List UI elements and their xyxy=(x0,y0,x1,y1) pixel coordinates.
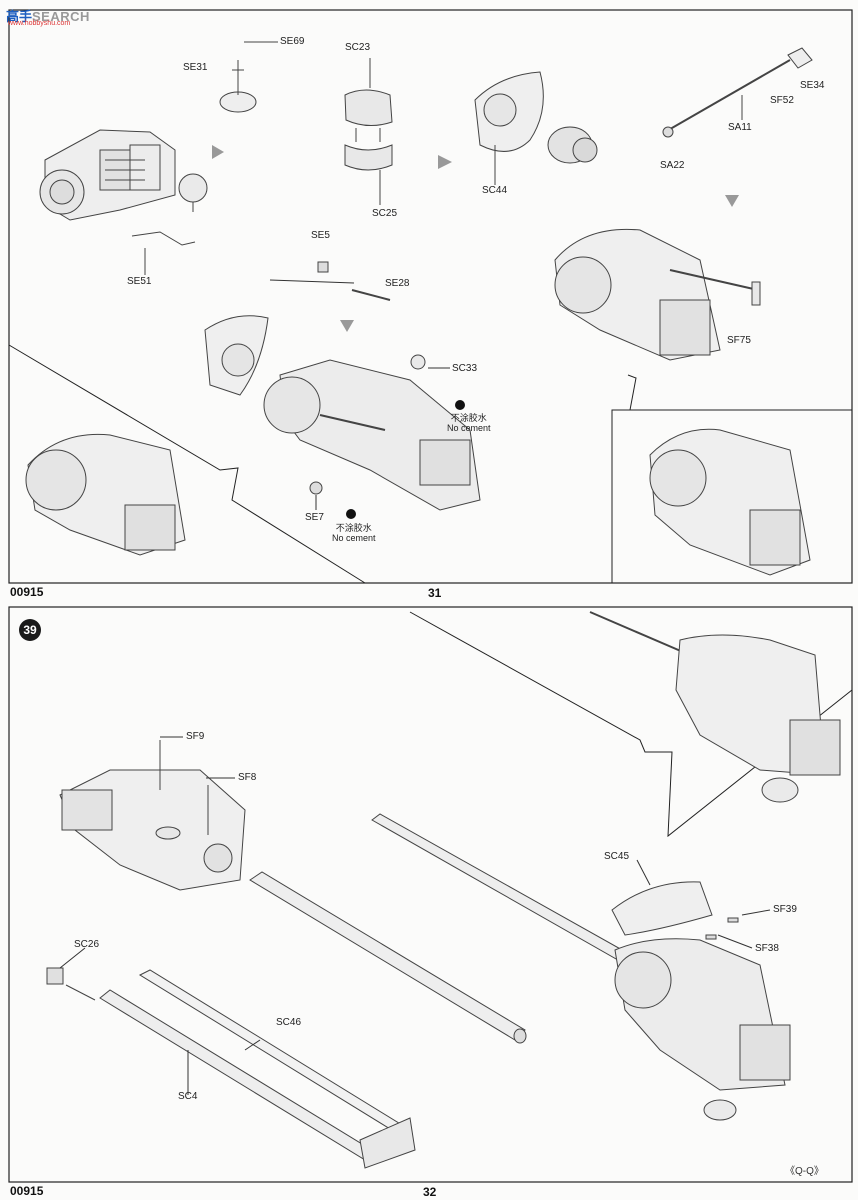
part-sc23-sc25 xyxy=(344,58,393,205)
barrel-center xyxy=(249,871,527,1044)
barrel-right xyxy=(371,813,641,969)
part-sc44 xyxy=(474,71,598,185)
assembly-right-bottom xyxy=(611,881,791,1121)
label-se28: SE28 xyxy=(385,278,410,289)
no-cement-icons xyxy=(346,400,465,519)
label-se31: SE31 xyxy=(183,62,208,73)
no-cement-cn: 不涂胶水 xyxy=(335,523,372,533)
hull-inset-right-bottom xyxy=(589,611,841,803)
no-cement-en: No cement xyxy=(332,533,376,544)
engine-assembly-center-top xyxy=(204,315,481,511)
gearbox-block-topleft xyxy=(39,129,208,246)
label-sf8: SF8 xyxy=(238,772,257,783)
label-sf75: SF75 xyxy=(727,335,751,346)
bottom-page-frame xyxy=(8,606,853,1183)
no-cement-en: No cement xyxy=(447,423,491,434)
engine-inset-right xyxy=(649,428,811,576)
kit-code-top: 00915 xyxy=(10,585,44,599)
label-sc4: SC4 xyxy=(178,1091,198,1102)
label-sc45: SC45 xyxy=(604,851,630,862)
tube-sc4 xyxy=(46,967,416,1169)
engine-assembly-right-top xyxy=(554,228,761,361)
hull-block-left xyxy=(59,740,246,891)
label-sc44: SC44 xyxy=(482,185,508,196)
step-arrows-top xyxy=(212,145,739,332)
label-se51: SE51 xyxy=(127,276,152,287)
watermark-brand: 高手 xyxy=(6,9,33,24)
no-cement-note-2: 不涂胶水 No cement xyxy=(332,523,376,544)
leader-lines xyxy=(59,279,771,1095)
part-sa11-shaft xyxy=(662,47,813,138)
page-number-bottom: 32 xyxy=(423,1185,437,1199)
watermark-url: www.hobbyshu.com xyxy=(8,20,71,27)
step-number-badge: 39 xyxy=(19,619,41,641)
label-se7: SE7 xyxy=(305,512,324,523)
label-sf39: SF39 xyxy=(773,904,797,915)
label-se5: SE5 xyxy=(311,230,330,241)
part-se31-se69 xyxy=(219,41,278,113)
top-page-frame xyxy=(8,9,853,584)
label-sc33: SC33 xyxy=(452,363,478,374)
no-cement-cn: 不涂胶水 xyxy=(450,413,487,423)
label-sf9: SF9 xyxy=(186,731,205,742)
kit-code-bottom: 00915 xyxy=(10,1184,44,1198)
no-cement-note-1: 不涂胶水 No cement xyxy=(447,413,491,434)
label-sf38: SF38 xyxy=(755,943,779,954)
label-sc23: SC23 xyxy=(345,42,371,53)
label-se34: SE34 xyxy=(800,80,825,91)
engine-inset-left xyxy=(25,433,186,556)
label-sf52: SF52 xyxy=(770,95,794,106)
view-label-qq: 《Q-Q》 xyxy=(785,1166,824,1177)
part-se5-se28 xyxy=(317,261,391,301)
label-sc25: SC25 xyxy=(372,208,398,219)
label-sc46: SC46 xyxy=(276,1017,302,1028)
page-number-top: 31 xyxy=(428,586,442,600)
watermark-site: SEARCH xyxy=(32,9,90,24)
label-sa11: SA11 xyxy=(728,122,752,133)
watermark: 高手SEARCH www.hobbyshu.com xyxy=(6,6,90,27)
label-sc26: SC26 xyxy=(74,939,100,950)
label-sa22: SA22 xyxy=(660,160,685,171)
label-se69: SE69 xyxy=(280,36,305,47)
